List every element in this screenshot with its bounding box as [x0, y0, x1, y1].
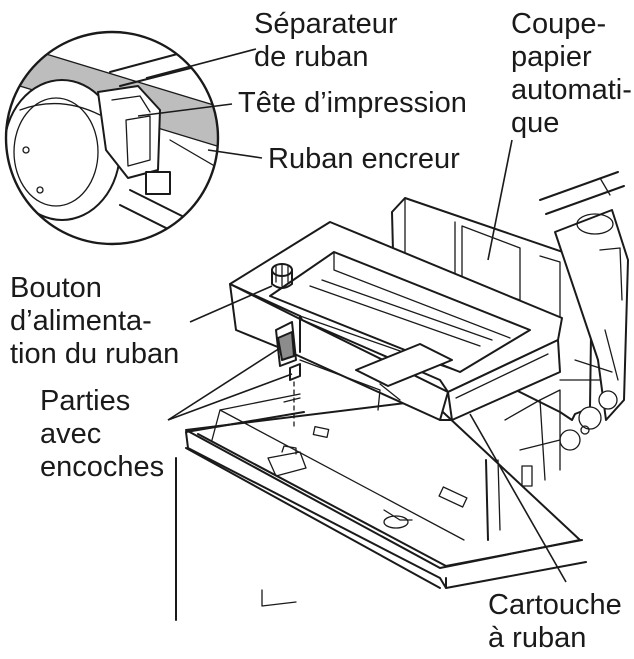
printer-base: [176, 390, 586, 620]
label-ruban-encreur: Ruban encreur: [268, 143, 460, 175]
detail-magnifier: [0, 32, 230, 245]
label-cartouche-ruban: Cartouche à ruban: [488, 589, 630, 654]
label-bouton-alimentation: Bouton d’alimenta- tion du ruban: [10, 272, 179, 370]
label-separateur: Séparateur de ruban: [254, 8, 406, 73]
leader-cartouche: [470, 414, 566, 582]
label-tete-impression: Tête d’impression: [238, 87, 467, 119]
label-coupe-papier: Coupe- papier automati- que: [511, 8, 634, 139]
label-parties-encoches: Parties avec encoches: [40, 385, 164, 483]
